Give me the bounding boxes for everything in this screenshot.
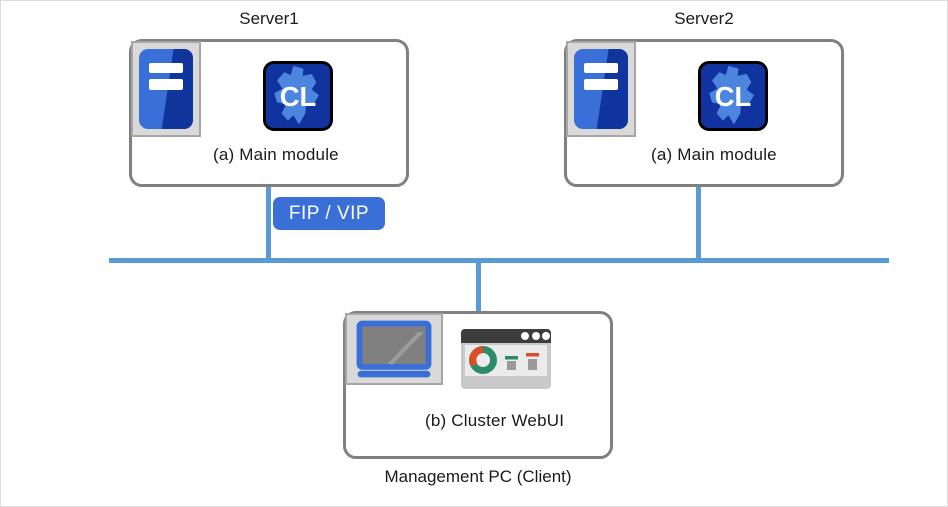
server-rack-body — [139, 49, 193, 129]
server-rack-bar-2 — [583, 79, 619, 90]
network-bus-line — [109, 258, 889, 263]
server1-title: Server1 — [239, 9, 299, 28]
cluster-webui-browser-icon — [461, 329, 551, 389]
management-pc-title: Management PC (Client) — [384, 467, 572, 486]
server1-module-label: (a) Main module — [213, 145, 339, 164]
server2-network-link — [696, 187, 701, 263]
server-rack-bar-1 — [583, 62, 619, 73]
server2-cl-module-icon: CL — [698, 61, 768, 131]
server2-title: Server2 — [674, 9, 734, 28]
fip-vip-badge[interactable]: FIP / VIP — [273, 197, 385, 230]
server2-module-label: (a) Main module — [651, 145, 777, 164]
server-rack-body — [574, 49, 628, 129]
server2-rack-icon — [566, 41, 636, 137]
server1-cl-module-icon: CL — [263, 61, 333, 131]
cluster-webui-label: (b) Cluster WebUI — [425, 411, 565, 430]
svg-text:CL: CL — [280, 81, 317, 112]
browser-dashboard-graphic — [461, 329, 551, 389]
cl-icon-graphic: CL — [266, 64, 330, 128]
server-rack-bar-2 — [148, 79, 184, 90]
cl-icon-graphic: CL — [701, 64, 765, 128]
management-pc-network-link — [476, 258, 481, 313]
server1-rack-icon — [131, 41, 201, 137]
svg-text:CL: CL — [715, 81, 752, 112]
management-pc-monitor-icon — [345, 313, 443, 385]
desktop-monitor-graphic — [356, 320, 432, 378]
server1-network-link — [266, 187, 271, 263]
server-rack-bar-1 — [148, 62, 184, 73]
